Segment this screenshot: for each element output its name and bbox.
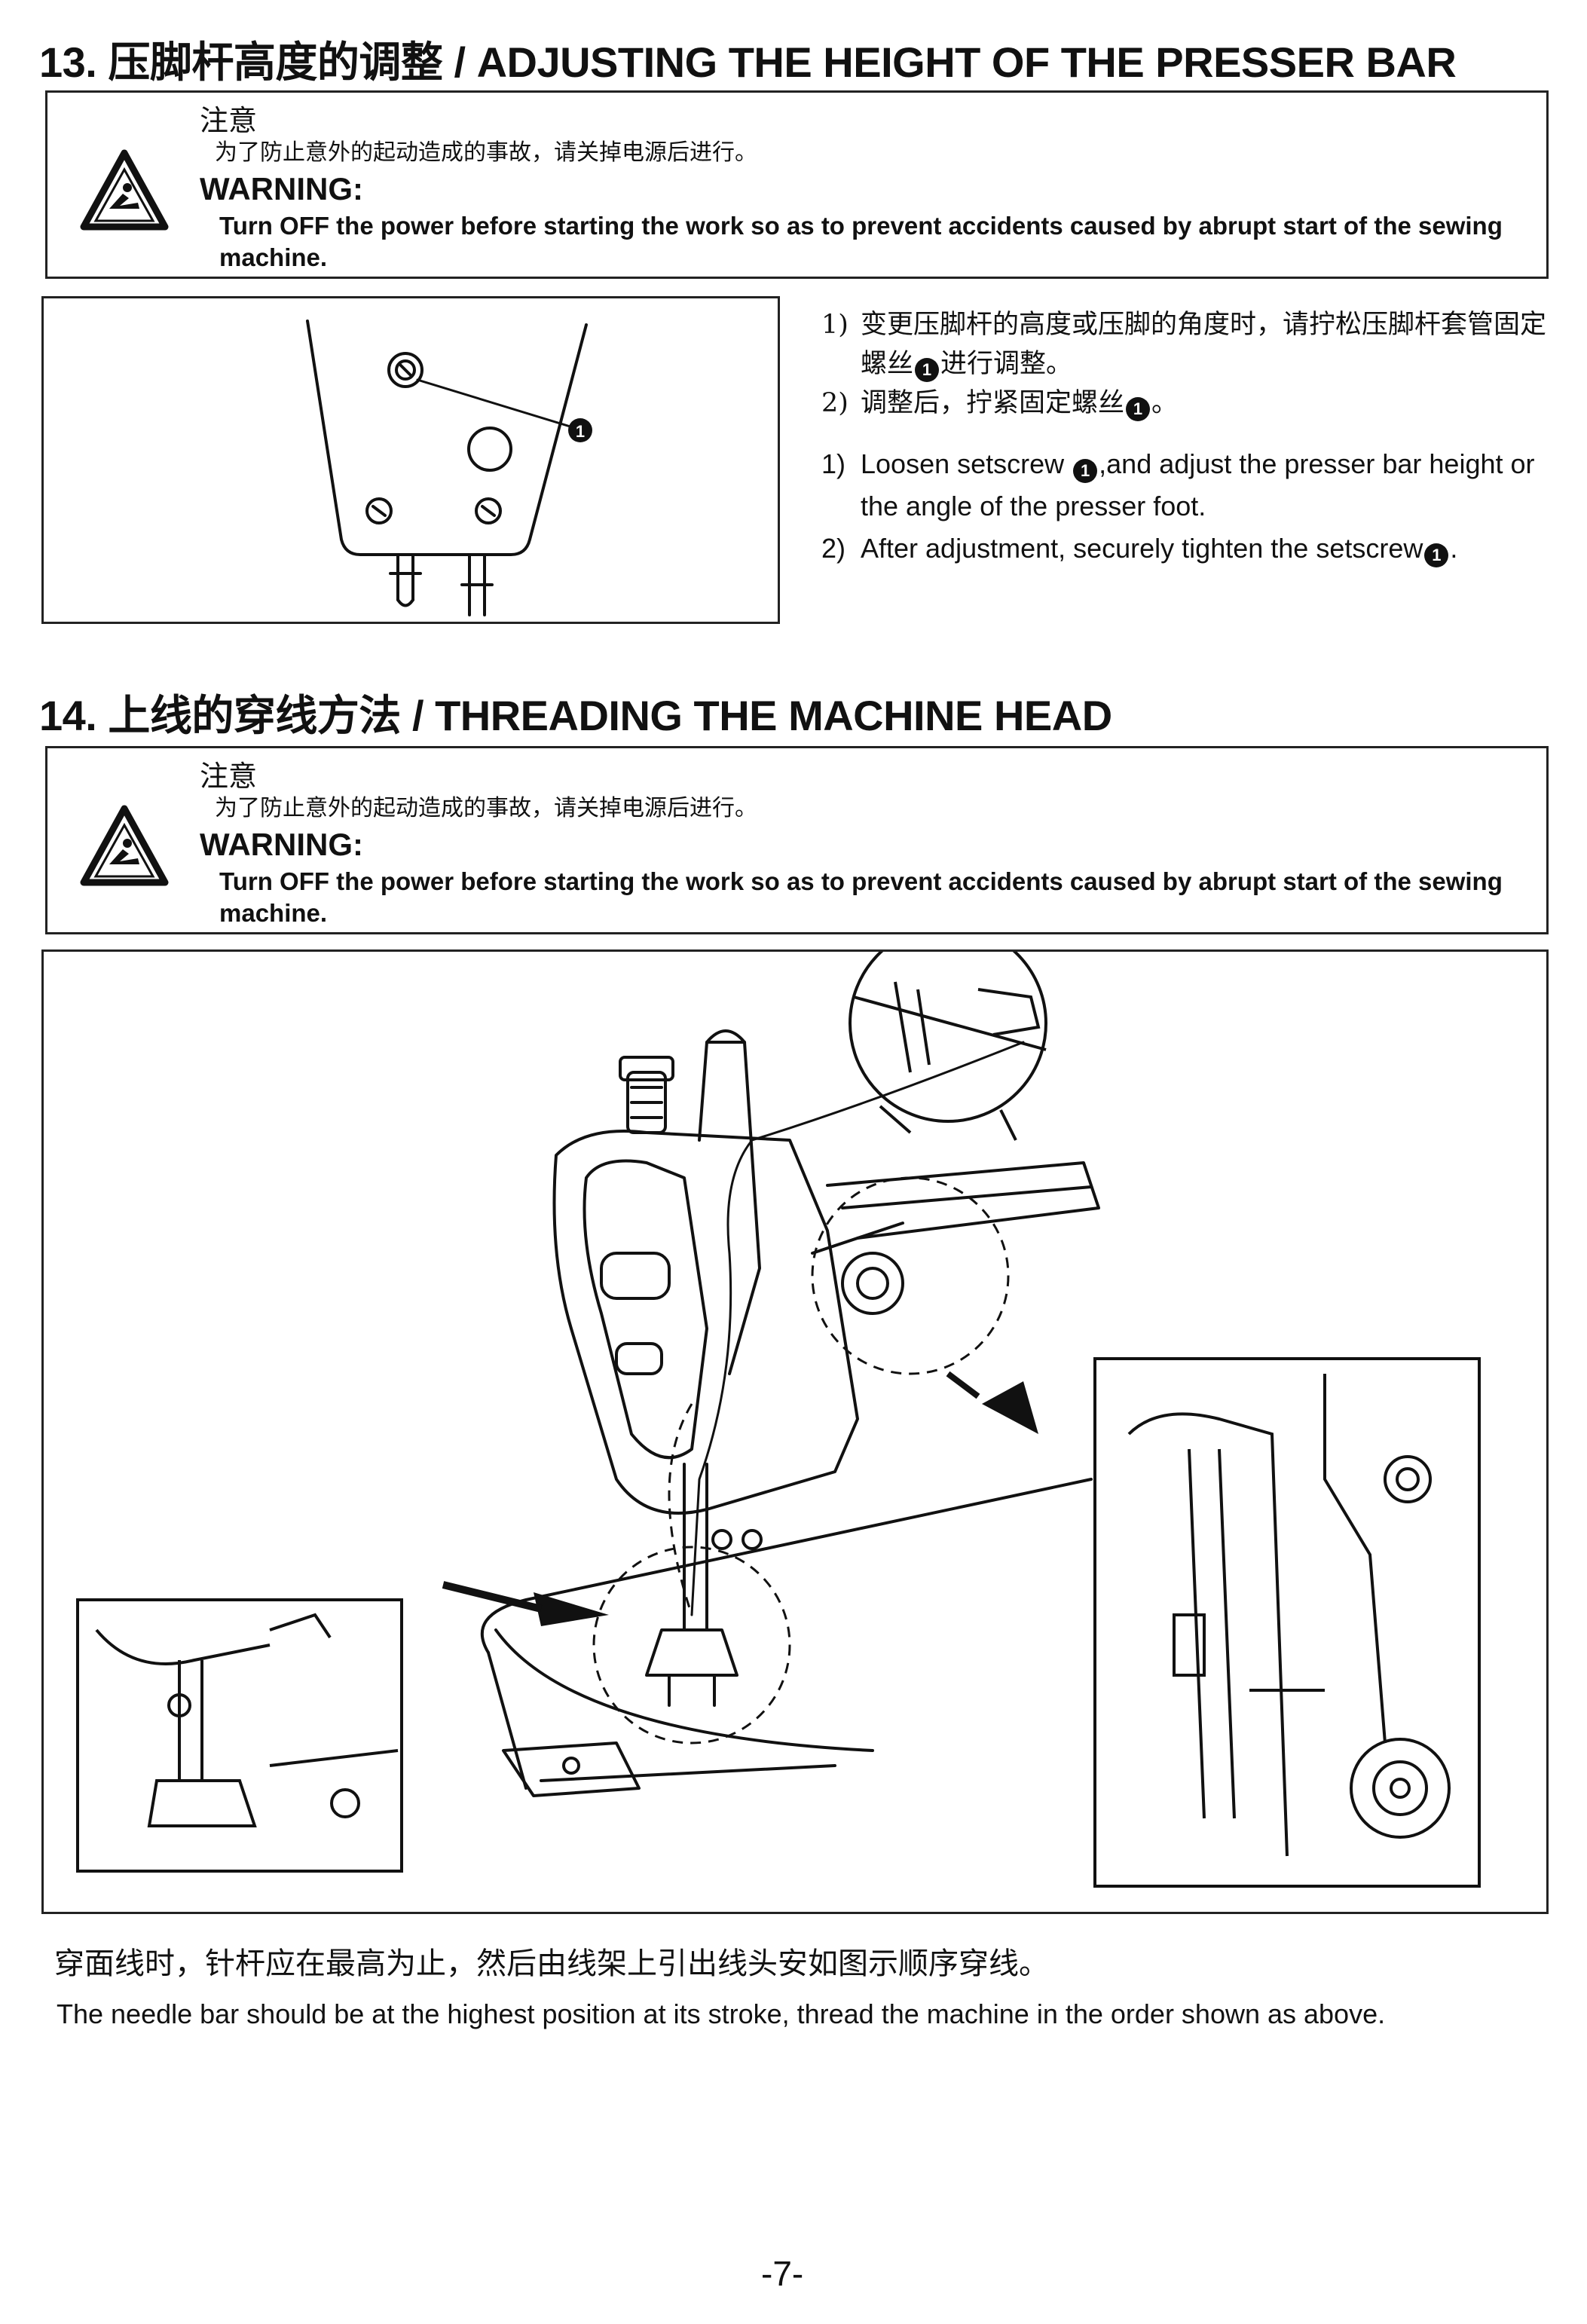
warning-cn-text: 为了防止意外的起动造成的事故，请关掉电源后进行。	[215, 796, 757, 821]
page-number: -7-	[761, 2254, 804, 2293]
callout-marker	[568, 418, 592, 442]
callout-marker: 1	[1073, 459, 1098, 483]
section-14-heading: 14. 上线的穿线方法 / THREADING THE MACHINE HEAD	[39, 692, 1112, 739]
warning-box-14: 注意 为了防止意外的起动造成的事故，请关掉电源后进行。 WARNING: Tur…	[45, 746, 1549, 934]
presser-bar-illustration: 1	[306, 320, 592, 616]
note-cn: 穿面线时，针杆应在最高为止，然后由线架上引出线头安如图示顺序穿线。	[54, 1946, 1049, 1981]
warning-cn-title: 注意	[200, 761, 258, 793]
warning-en-text: Turn OFF the power before starting the w…	[219, 867, 1503, 927]
warning-cn-title: 注意	[200, 105, 258, 137]
step-en-1: 1)Loosen setscrew 1,and adjust the press…	[821, 448, 1535, 521]
section-13-heading: 13. 压脚杆高度的调整 / ADJUSTING THE HEIGHT OF T…	[39, 38, 1457, 86]
callout-number: 1	[576, 422, 585, 441]
warning-en-title: WARNING:	[200, 171, 363, 206]
warning-en-text: Turn OFF the power before starting the w…	[219, 212, 1503, 271]
warning-box-13: 注意 为了防止意外的起动造成的事故，请关掉电源后进行。 WARNING: Tur…	[45, 90, 1549, 279]
warning-cn-text: 为了防止意外的起动造成的事故，请关掉电源后进行。	[215, 140, 757, 165]
step-en-2: 2)After adjustment, securely tighten the…	[821, 527, 1560, 570]
warning-triangle-icon	[80, 149, 169, 231]
callout-marker: 1	[1424, 543, 1449, 567]
warning-en-title: WARNING:	[200, 827, 363, 862]
callout-marker: 1	[915, 358, 940, 382]
warning-triangle-icon	[80, 805, 169, 886]
note-en: The needle bar should be at the highest …	[57, 1998, 1386, 2029]
presser-bar-figure: 1	[41, 296, 780, 624]
callout-marker: 1	[1126, 397, 1151, 421]
threading-figure	[41, 924, 1549, 1914]
threading-illustration	[76, 924, 1481, 1888]
steps-en-list: 1)Loosen setscrew 1,and adjust the press…	[821, 443, 1560, 570]
